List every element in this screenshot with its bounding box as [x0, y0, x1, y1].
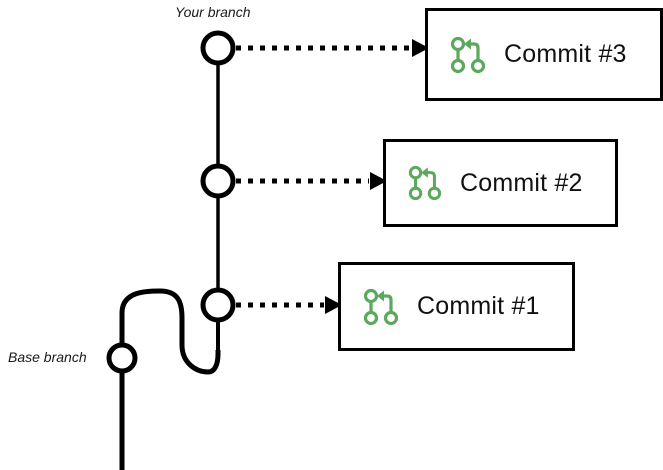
base-branch-label: Base branch — [8, 349, 87, 365]
dotted-arrow-to-commit-1 — [236, 296, 342, 314]
node-commit-2[interactable] — [200, 163, 236, 199]
your-branch-label: Your branch — [175, 4, 251, 20]
node-commit-3[interactable] — [200, 30, 236, 66]
dotted-arrow-to-commit-3 — [236, 39, 429, 57]
commit-box-1[interactable]: Commit #1 — [338, 262, 575, 351]
commit-box-3[interactable]: Commit #3 — [425, 8, 663, 101]
git-pull-request-icon — [363, 288, 399, 325]
commit-box-2-label: Commit #2 — [460, 168, 583, 197]
branch-merge-s-curve — [119, 288, 221, 375]
commit-box-1-label: Commit #1 — [417, 292, 540, 320]
node-base-branch[interactable] — [106, 342, 138, 374]
commit-box-2[interactable]: Commit #2 — [383, 139, 618, 227]
git-pull-request-icon — [408, 165, 442, 201]
git-pull-request-icon — [450, 36, 486, 73]
commit-box-3-label: Commit #3 — [504, 40, 627, 68]
dotted-arrow-to-commit-2 — [236, 172, 387, 190]
node-commit-1[interactable] — [200, 287, 236, 323]
